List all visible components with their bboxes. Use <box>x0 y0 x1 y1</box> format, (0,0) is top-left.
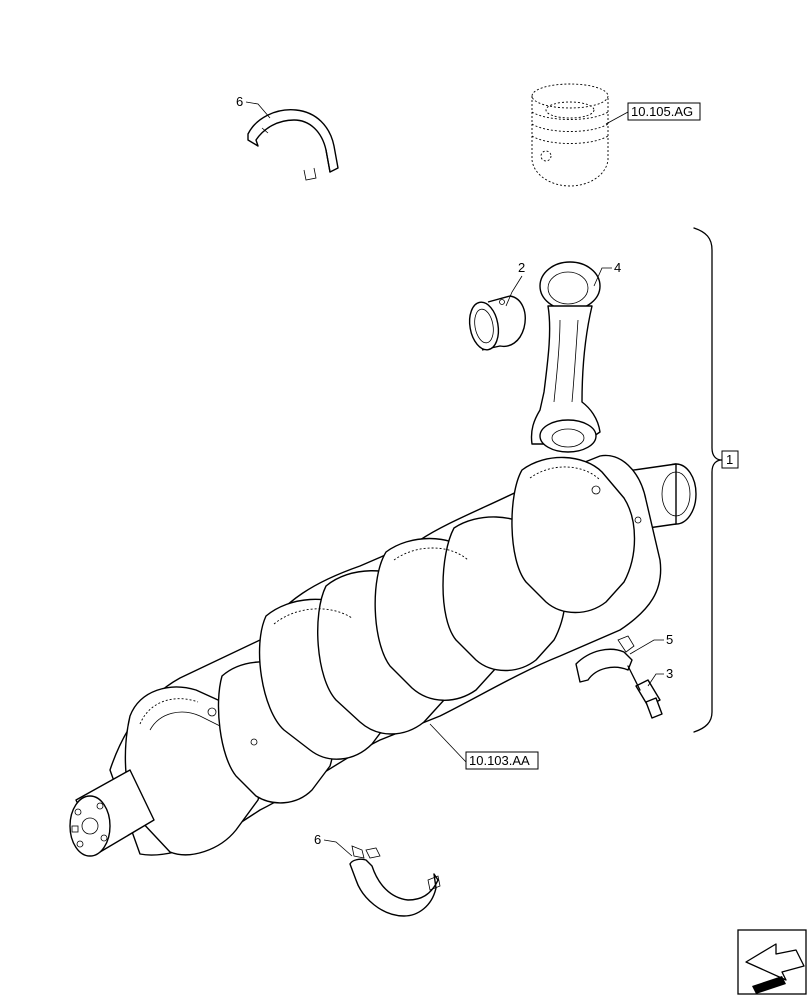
callout-6-bottom-label: 6 <box>314 832 321 847</box>
callout-1: 1 <box>721 450 739 469</box>
connecting-rod-bolt[interactable] <box>627 665 663 719</box>
piston-ref-label: 10.105.AG <box>631 104 693 119</box>
connecting-rod-cap[interactable] <box>575 635 635 683</box>
callout-5-label: 5 <box>666 632 673 647</box>
connecting-rod[interactable] <box>530 261 601 453</box>
crankshaft[interactable] <box>69 454 697 857</box>
arrow-icon[interactable] <box>737 929 807 995</box>
callout-2: 2 <box>505 260 525 307</box>
small-end-bushing[interactable] <box>466 295 526 352</box>
callout-4-label: 4 <box>614 260 621 275</box>
piston-ref-callout: 10.105.AG <box>605 102 701 125</box>
callout-6-top: 6 <box>236 94 271 119</box>
crankshaft-ref-label: 10.103.AA <box>469 753 530 768</box>
callout-3: 3 <box>647 666 673 687</box>
upper-main-bearing-shell[interactable] <box>247 109 339 181</box>
callout-4: 4 <box>593 260 621 287</box>
group-bracket <box>693 227 723 733</box>
callout-1-label: 1 <box>726 452 733 467</box>
callout-2-label: 2 <box>518 260 525 275</box>
callout-5: 5 <box>629 632 673 655</box>
lower-main-bearing-shell[interactable] <box>349 845 441 917</box>
callout-6-bottom: 6 <box>314 832 353 857</box>
piston-reference[interactable] <box>531 83 609 187</box>
callout-3-label: 3 <box>666 666 673 681</box>
callout-6-top-label: 6 <box>236 94 243 109</box>
crankshaft-ref-callout: 10.103.AA <box>429 723 539 770</box>
